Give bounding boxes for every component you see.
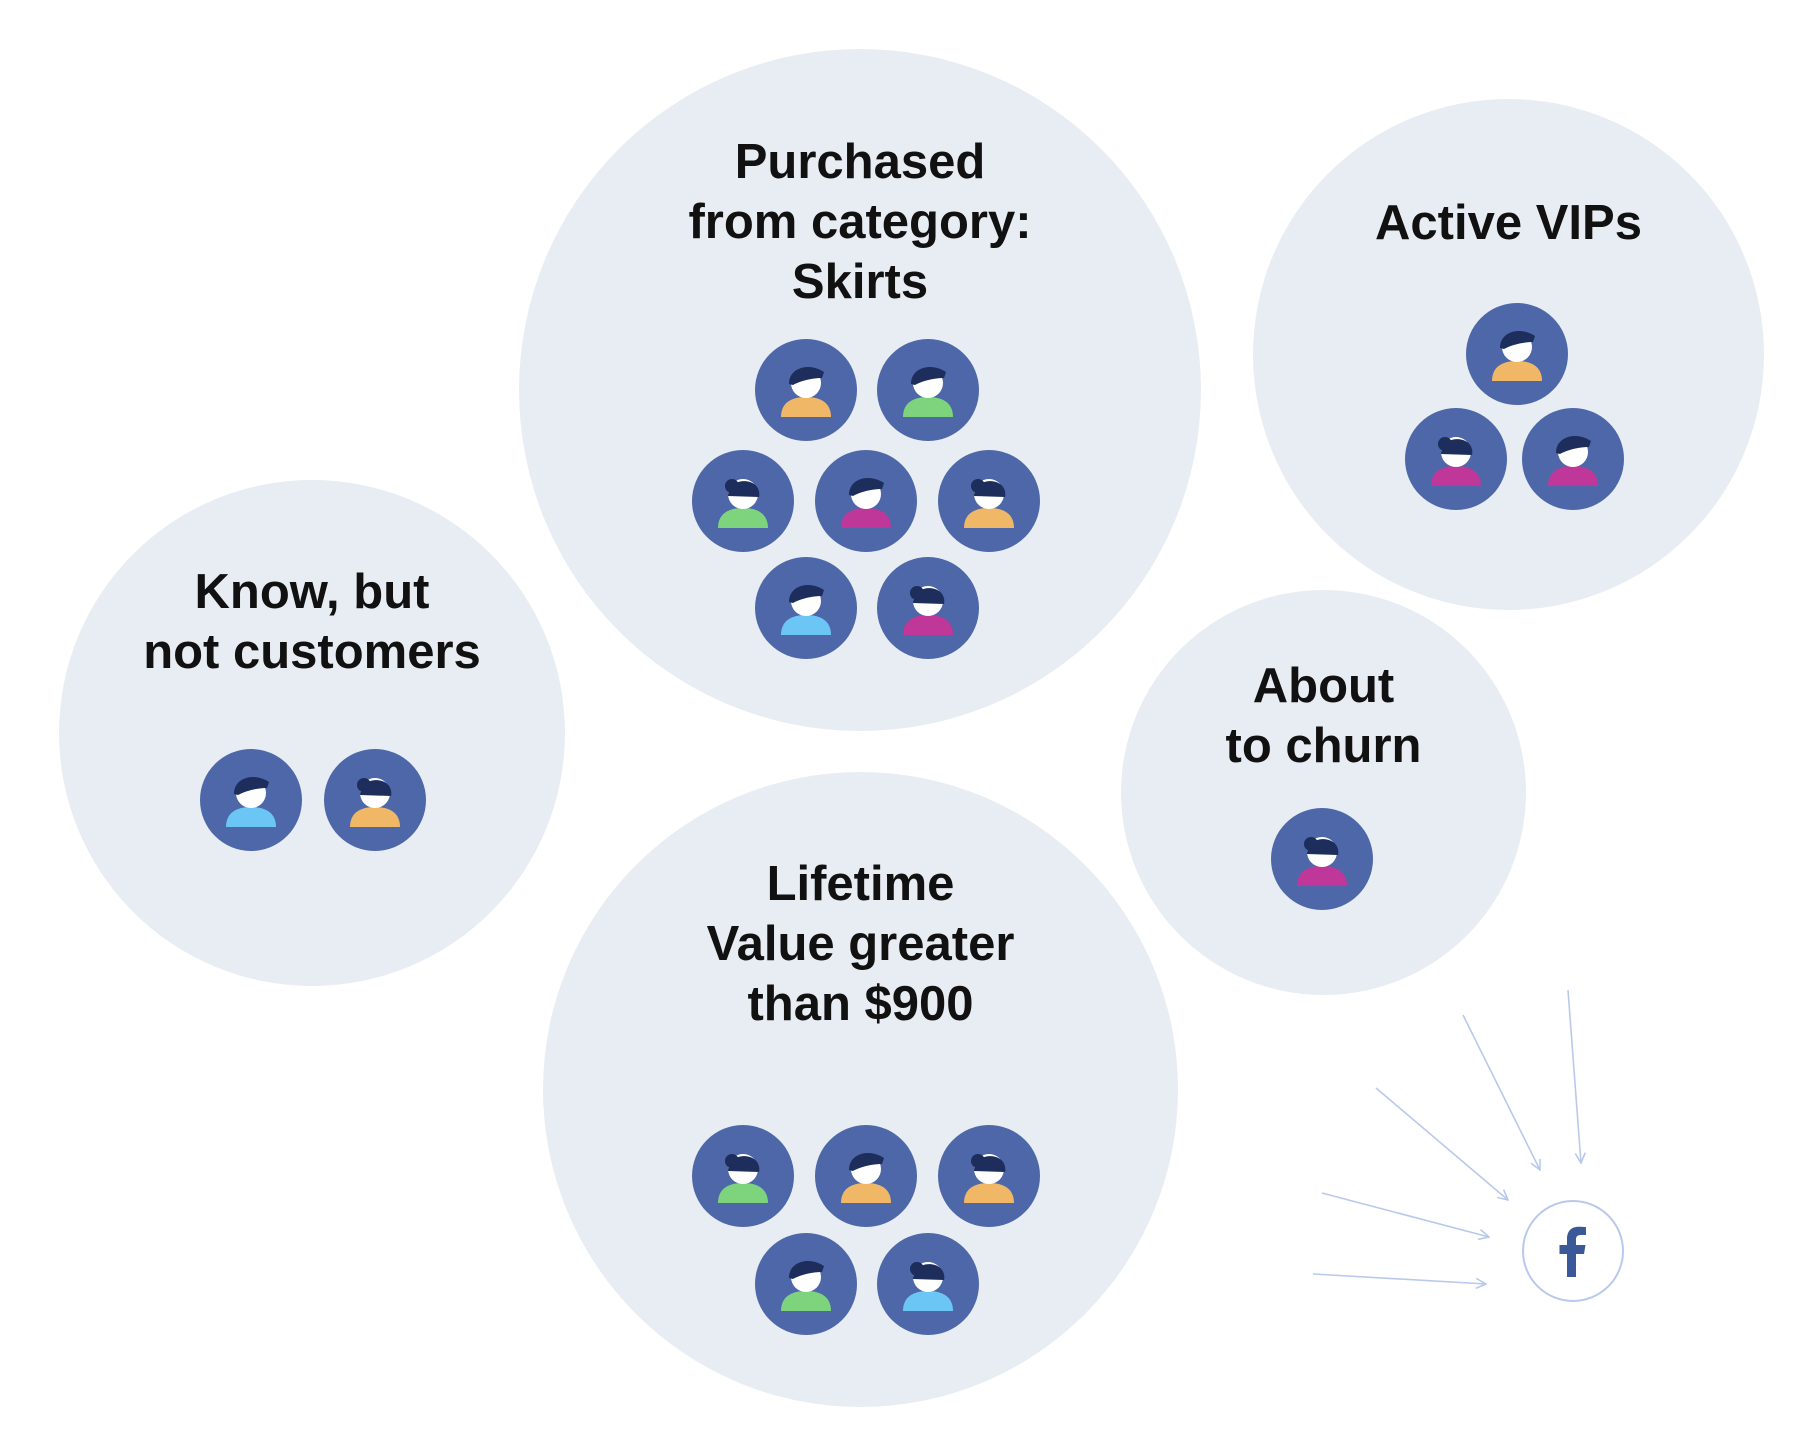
person-avatar-icon: [755, 557, 857, 659]
segment-bubble-know-not-customers: Know, but not customers: [59, 480, 565, 986]
arrow-line: [1567, 989, 1581, 1163]
arrow-line: [1462, 1014, 1540, 1170]
segment-bubble-about-to-churn: About to churn: [1121, 590, 1526, 995]
person-avatar-icon: [815, 1125, 917, 1227]
person-avatar-icon: [1522, 408, 1624, 510]
segment-label-line: About: [1252, 659, 1395, 713]
arrow-line: [1321, 1192, 1489, 1237]
person-avatar-icon: [692, 450, 794, 552]
segment-label-line: Skirts: [791, 255, 929, 309]
segment-label: About to churn: [1121, 656, 1526, 776]
person-avatar-icon: [877, 339, 979, 441]
person-avatar-icon: [938, 1125, 1040, 1227]
segment-label-line: Know, but: [194, 565, 430, 619]
segment-label: Active VIPs: [1253, 193, 1764, 253]
segment-label-line: Active VIPs: [1375, 196, 1642, 250]
person-avatar-icon: [1466, 303, 1568, 405]
segment-label-line: Purchased: [734, 135, 986, 189]
segment-label-line: not customers: [143, 625, 481, 679]
person-avatar-icon: [938, 450, 1040, 552]
segment-label-line: than $900: [747, 977, 974, 1031]
arrow-line: [1375, 1087, 1508, 1200]
segment-label: Purchased from category: Skirts: [519, 132, 1201, 312]
facebook-destination: [1522, 1200, 1624, 1302]
person-avatar-icon: [877, 1233, 979, 1335]
segment-bubble-purchased-skirts: Purchased from category: Skirts: [519, 49, 1201, 731]
person-avatar-icon: [1405, 408, 1507, 510]
person-avatar-icon: [692, 1125, 794, 1227]
segment-label-line: Value greater: [706, 917, 1015, 971]
person-avatar-icon: [755, 1233, 857, 1335]
segment-bubble-lifetime-value: Lifetime Value greater than $900: [543, 772, 1178, 1407]
person-avatar-icon: [200, 749, 302, 851]
segment-label: Know, but not customers: [59, 562, 565, 682]
person-avatar-icon: [877, 557, 979, 659]
segment-label: Lifetime Value greater than $900: [543, 854, 1178, 1034]
segment-label-line: Lifetime: [766, 857, 955, 911]
person-avatar-icon: [1271, 808, 1373, 910]
segment-label-line: from category:: [688, 195, 1032, 249]
person-avatar-icon: [755, 339, 857, 441]
facebook-icon: [1559, 1226, 1586, 1277]
arrow-line: [1312, 1273, 1486, 1284]
person-avatar-icon: [815, 450, 917, 552]
segment-label-line: to churn: [1225, 719, 1422, 773]
person-avatar-icon: [324, 749, 426, 851]
